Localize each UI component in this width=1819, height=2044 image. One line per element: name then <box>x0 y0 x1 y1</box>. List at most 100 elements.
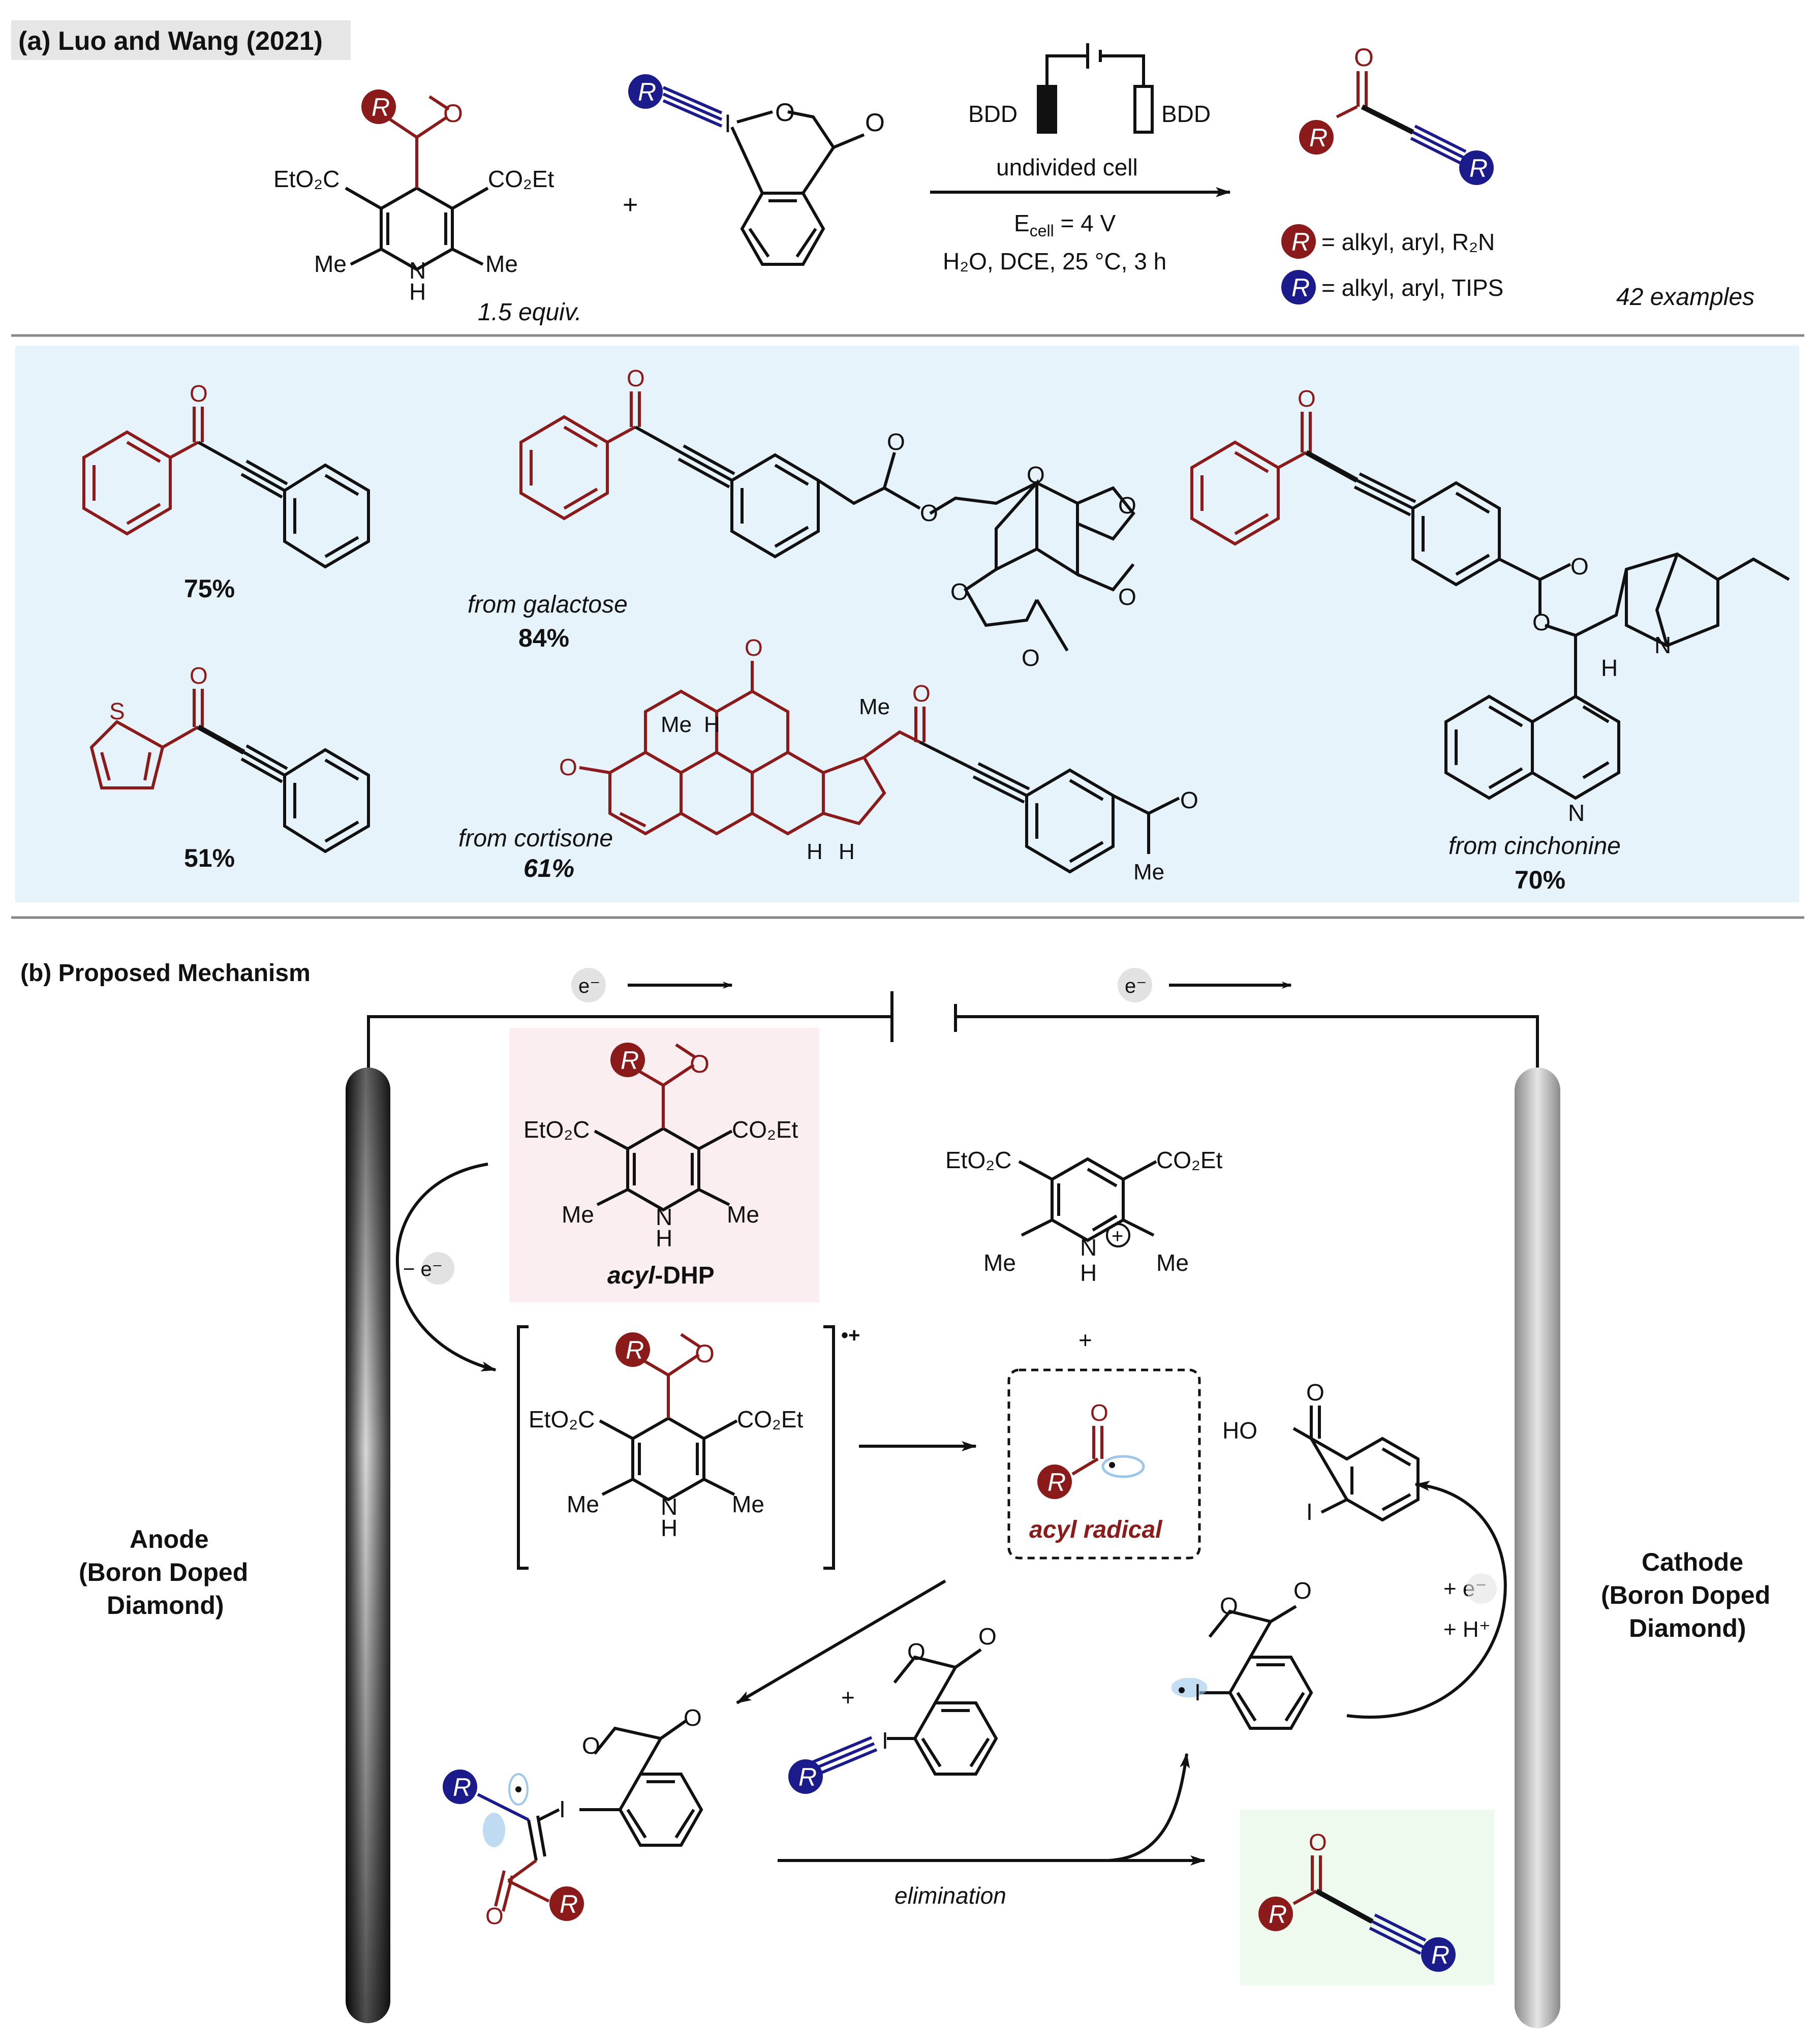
scope-item-2-o2: O <box>887 429 905 455</box>
scope-item-2-yield: 84% <box>518 624 569 652</box>
scope-item-5-h1: H <box>704 712 720 737</box>
cathode-label-1: Cathode <box>1642 1548 1743 1576</box>
h-atom: H <box>409 279 426 305</box>
anode-label-1: Anode <box>130 1525 209 1553</box>
ebx-mech-r-label: R <box>798 1763 817 1791</box>
ecell-label: Ecell = 4 V <box>1014 210 1116 240</box>
pyr-left-ester: EtO₂C <box>945 1147 1011 1173</box>
mech-product-r-red-label: R <box>1269 1900 1287 1929</box>
acyl-radical-o: O <box>1090 1399 1108 1426</box>
product-r-red-label: R <box>1309 124 1328 152</box>
mech-product-r-red <box>1258 1897 1293 1931</box>
acyl-dhp-me-left: Me <box>562 1201 594 1228</box>
bdd-right: BDD <box>1161 101 1211 127</box>
bdd-left: BDD <box>968 101 1018 127</box>
acyl-dhp-box <box>509 1028 819 1302</box>
rc-left-ester: EtO₂C <box>529 1406 595 1432</box>
rc-r-label: R <box>626 1336 644 1364</box>
acyl-dhp-r-label: R <box>621 1046 639 1075</box>
acyl-radical-orbital <box>1101 1455 1145 1478</box>
ebx-mech-o2: O <box>978 1623 997 1650</box>
scope-item-2-o6: O <box>1118 584 1136 610</box>
plus-sign: + <box>623 190 638 220</box>
scope-item-2-o8: O <box>1022 645 1040 671</box>
r-red-icon <box>361 89 396 124</box>
mech-product-r-blue <box>1421 1937 1456 1972</box>
carbonyl-o: O <box>443 99 463 128</box>
r-blue-label: R <box>638 78 656 106</box>
scope-item-5-o3: O <box>912 680 931 707</box>
acyl-dhp-left-ester: EtO₂C <box>523 1116 590 1143</box>
examples-count: 42 examples <box>1616 284 1754 311</box>
iba-ho: HO <box>1222 1417 1257 1444</box>
scope-item-2-o3: O <box>920 500 938 526</box>
acyl-dhp-me-right: Me <box>727 1201 759 1228</box>
addition-arrow <box>736 1579 946 1704</box>
rc-h: H <box>661 1515 677 1541</box>
acyl-dhp-right-ester: CO₂Et <box>732 1116 798 1143</box>
acyl-dhp-n: N <box>656 1204 672 1230</box>
scope-item-5-me3: Me <box>1133 860 1164 884</box>
r-blue-definition: = alkyl, aryl, TIPS <box>1321 274 1503 301</box>
scope-item-3-yield: 70% <box>1515 866 1565 894</box>
iodanyl-dot <box>1179 1687 1185 1693</box>
scope-item-3-h: H <box>1601 655 1618 681</box>
legend-r-red-label: R <box>1291 228 1310 256</box>
acyl-radical-box <box>1007 1368 1201 1560</box>
ebx-mech-i: I <box>882 1727 888 1754</box>
anode-label-3: Diamond) <box>107 1591 224 1620</box>
acyl-dhp-h: H <box>656 1225 672 1252</box>
scope-bg <box>15 346 1799 902</box>
scope-item-1-o: O <box>190 380 208 407</box>
vinyl-o2: O <box>684 1704 702 1731</box>
scope-item-5-o1: O <box>559 754 577 780</box>
scope-item-2-o4: O <box>1027 462 1045 488</box>
scope-item-5-h2: H <box>807 839 823 864</box>
iodanyl-orbital <box>1171 1677 1208 1698</box>
vinyl-o1: O <box>582 1732 600 1759</box>
scope-item-5-o4: O <box>1180 787 1198 813</box>
scope-item-1-yield: 75% <box>184 574 235 603</box>
ebx-i: I <box>724 109 731 138</box>
product-r-blue <box>1459 150 1494 185</box>
electron-badge-left <box>571 968 606 1002</box>
acyl-dhp-o: O <box>690 1050 710 1078</box>
ebx-mech-r <box>788 1759 823 1794</box>
me-left: Me <box>314 251 347 277</box>
vinyl-r-blue <box>443 1770 477 1804</box>
oxidation-arrow <box>395 1163 497 1371</box>
cell-icon <box>1037 43 1154 134</box>
rc-o: O <box>695 1339 715 1368</box>
acyl-radical-r <box>1037 1465 1072 1499</box>
pyr-h: H <box>1080 1260 1097 1286</box>
alkynyl-ebx <box>662 86 865 266</box>
electron-left-label: e⁻ <box>578 975 600 997</box>
pyr-right-ester: CO₂Et <box>1156 1147 1223 1173</box>
cathode-label-3: Diamond) <box>1629 1614 1746 1642</box>
pyr-n: N <box>1080 1234 1097 1261</box>
pyr-me-left: Me <box>983 1249 1016 1276</box>
scope-item-5-structure <box>579 661 1180 874</box>
scope-item-1-structure <box>82 407 370 569</box>
vinyl-orbital-bottom <box>483 1813 505 1847</box>
cell-type: undivided cell <box>996 154 1138 180</box>
reagent-equiv: 1.5 equiv. <box>478 299 582 326</box>
vinyl-r-red <box>549 1886 584 1921</box>
ynone-product <box>1336 71 1467 165</box>
scope-item-4-s: S <box>109 698 125 724</box>
minus-e-badge <box>422 1252 454 1285</box>
iodanyl-release-arrow <box>1107 1753 1190 1862</box>
minus-e-label: − e⁻ <box>403 1258 443 1280</box>
scope-item-2-o5: O <box>1118 492 1136 518</box>
acyl-dhp-r <box>610 1043 645 1077</box>
r-label: R <box>372 93 390 121</box>
scope-item-5-h3: H <box>839 839 855 864</box>
anode-label-2: (Boron Doped <box>79 1558 248 1587</box>
scope-item-4-o: O <box>190 662 208 689</box>
scope-item-5-o2: O <box>745 634 763 661</box>
vinyl-orbital-top <box>508 1773 529 1806</box>
cathode-label-2: (Boron Doped <box>1601 1581 1770 1609</box>
scope-item-5-me1: Me <box>661 712 692 737</box>
scope-item-3-o2: O <box>1570 553 1589 579</box>
